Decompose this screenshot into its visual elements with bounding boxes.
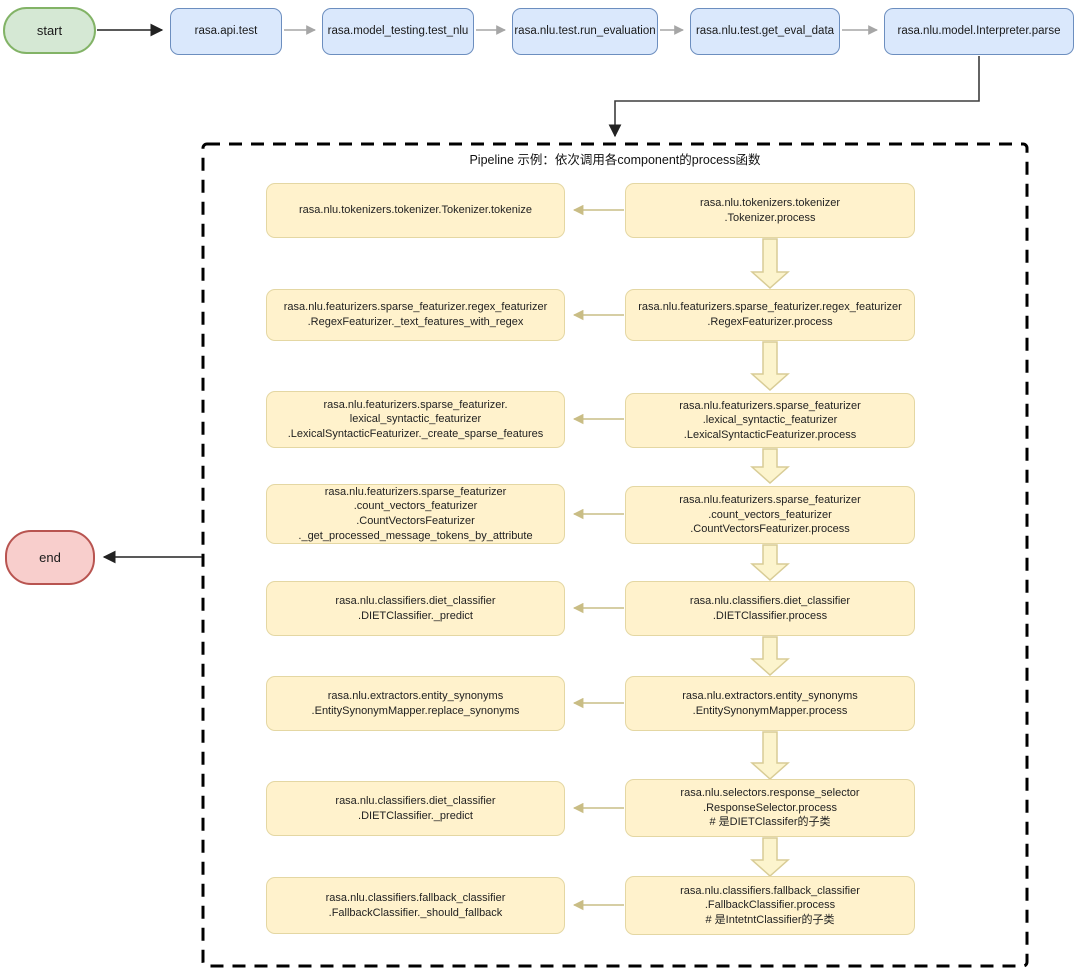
- pipeline-title: Pipeline 示例：依次调用各component的process函数: [469, 153, 761, 167]
- call-node-6: rasa.nlu.extractors.entity_synonyms .Ent…: [266, 676, 565, 731]
- call-node-3: rasa.nlu.featurizers.sparse_featurizer. …: [266, 391, 565, 448]
- step-arrow-3-to-4: [750, 448, 790, 485]
- step-arrow-1-to-2: [750, 238, 790, 290]
- step-arrow-5-to-6: [750, 636, 790, 677]
- step-arrow-4-to-5: [750, 544, 790, 582]
- flow-node-model-testing-test-nlu: rasa.model_testing.test_nlu: [322, 8, 474, 55]
- process-node-2: rasa.nlu.featurizers.sparse_featurizer.r…: [625, 289, 915, 341]
- start-node: start: [3, 7, 96, 54]
- flow-node-model-interpreter-parse: rasa.nlu.model.Interpreter.parse: [884, 8, 1074, 55]
- call-node-5: rasa.nlu.classifiers.diet_classifier .DI…: [266, 581, 565, 636]
- arrow-interpreter-parse-to-pipeline: [608, 56, 980, 138]
- process-node-6: rasa.nlu.extractors.entity_synonyms .Ent…: [625, 676, 915, 731]
- call-node-2: rasa.nlu.featurizers.sparse_featurizer.r…: [266, 289, 565, 341]
- flow-node-test-run-evaluation: rasa.nlu.test.run_evaluation: [512, 8, 658, 55]
- flow-node-test-get-eval-data: rasa.nlu.test.get_eval_data: [690, 8, 840, 55]
- process-node-8: rasa.nlu.classifiers.fallback_classifier…: [625, 876, 915, 935]
- call-node-7: rasa.nlu.classifiers.diet_classifier .DI…: [266, 781, 565, 836]
- process-node-3: rasa.nlu.featurizers.sparse_featurizer .…: [625, 393, 915, 448]
- process-node-5: rasa.nlu.classifiers.diet_classifier .DI…: [625, 581, 915, 636]
- flow-node-api-test: rasa.api.test: [170, 8, 282, 55]
- step-arrow-2-to-3: [750, 341, 790, 392]
- step-arrow-6-to-7: [750, 731, 790, 781]
- process-node-1: rasa.nlu.tokenizers.tokenizer .Tokenizer…: [625, 183, 915, 238]
- call-node-1: rasa.nlu.tokenizers.tokenizer.Tokenizer.…: [266, 183, 565, 238]
- process-node-7: rasa.nlu.selectors.response_selector .Re…: [625, 779, 915, 837]
- process-node-4: rasa.nlu.featurizers.sparse_featurizer .…: [625, 486, 915, 544]
- end-node: end: [5, 530, 95, 585]
- call-node-4: rasa.nlu.featurizers.sparse_featurizer .…: [266, 484, 565, 544]
- call-node-8: rasa.nlu.classifiers.fallback_classifier…: [266, 877, 565, 934]
- step-arrow-7-to-8: [750, 837, 790, 878]
- pipeline-container-border: [201, 142, 1029, 968]
